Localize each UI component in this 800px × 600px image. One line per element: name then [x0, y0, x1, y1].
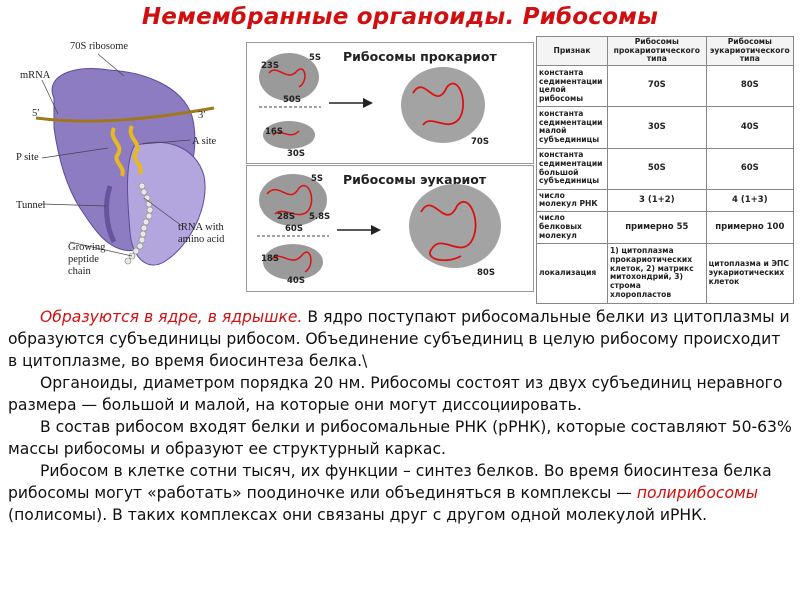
table-row: константа седиментации малой субъединицы… [536, 106, 795, 149]
rrna-23s [268, 68, 306, 88]
label-80s: 80S [477, 268, 495, 278]
table-row: число белковых молекул примерно 55 приме… [536, 211, 795, 244]
trna-p-site [110, 127, 125, 177]
prokaryote-panel-title: Рибосомы прокариот [343, 49, 497, 64]
table-cell-feature: константа седиментации целой рибосомы [536, 65, 608, 108]
eukaryote-panel: Рибосомы эукариот 5S 28S 5.8S 60S 18S 40… [246, 165, 534, 292]
label-peptide-2: peptide [68, 254, 99, 265]
ribosome-70s [401, 67, 485, 143]
label-3prime: 3′ [198, 110, 206, 121]
label-28s: 28S [277, 212, 295, 222]
ribosome-80s [409, 184, 501, 268]
trna-a-site [128, 125, 143, 175]
label-a-site: A site [192, 136, 217, 147]
body-text: Образуются в ядре, в ядрышке. В ядро пос… [8, 306, 794, 526]
prokaryote-panel: Рибосомы прокариот 23S 5S 50S 16S 30S 70… [246, 42, 534, 164]
table-cell-feature: константа седиментации большой субъедини… [536, 147, 608, 190]
mrna-strand [35, 106, 215, 123]
table-row: константа седиментации большой субъедини… [536, 147, 795, 190]
table-row: число молекул РНК 3 (1+2) 4 (1+3) [536, 188, 795, 213]
paragraph-4: Рибосом в клетке сотни тысяч, их функции… [8, 460, 794, 526]
table-cell-prokaryote: 3 (1+2) [607, 188, 707, 213]
table-row: константа седиментации целой рибосомы 70… [536, 65, 795, 108]
label-mrna: mRNA [20, 70, 51, 81]
table-header-eukaryote: Рибосомы эукариотического типа [705, 35, 795, 67]
table-header-row: Признак Рибосомы прокариотического типа … [536, 35, 795, 67]
table-cell-prokaryote: примерно 55 [607, 211, 707, 244]
paragraph-2: Органоиды, диаметром порядка 20 нм. Рибо… [8, 374, 783, 414]
tunnel-shape [104, 185, 117, 244]
table-cell-feature: число белковых молекул [536, 211, 608, 244]
paragraph-1-rest: В ядро поступают рибосомальные белки из … [8, 308, 790, 370]
paragraph-3: В состав рибосом входят белки и рибосома… [8, 418, 792, 458]
table-cell-eukaryote: 60S [705, 147, 795, 190]
table-header-prokaryote: Рибосомы прокариотического типа [607, 35, 707, 67]
table-cell-eukaryote: 40S [705, 106, 795, 149]
label-70s: 70S [471, 137, 489, 147]
table-cell-feature: число молекул РНК [536, 188, 608, 213]
table-cell-eukaryote: 4 (1+3) [705, 188, 795, 213]
eukaryote-panel-title: Рибосомы эукариот [343, 172, 487, 187]
page-title: Немембранные органоиды. Рибосомы [141, 4, 659, 30]
paragraph-4-start: Рибосом в клетке сотни тысяч, их функции… [8, 462, 772, 502]
rrna-16s [272, 130, 300, 136]
rrna-70s [412, 82, 464, 126]
label-50s: 50S [283, 95, 301, 105]
table-cell-prokaryote: 50S [607, 147, 707, 190]
comparison-table: Признак Рибосомы прокариотического типа … [536, 35, 795, 305]
label-40s: 40S [287, 276, 305, 286]
paragraph-4-end: (полисомы). В таких комплексах они связа… [8, 506, 708, 524]
rrna-18s [270, 251, 312, 273]
label-peptide-3: chain [68, 266, 91, 277]
highlight-nucleolus: Образуются в ядре, в ядрышке. [40, 308, 303, 326]
table-row: локализация 1) цитоплазма прокариотическ… [536, 242, 795, 305]
label-58s: 5.8S [309, 212, 331, 222]
label-30s: 30S [287, 149, 305, 159]
label-18s: 18S [261, 254, 279, 264]
label-5s: 5S [309, 53, 322, 63]
table-cell-prokaryote: 1) цитоплазма прокариотических клеток, 2… [607, 242, 707, 305]
label-trna-1: tRNA with [178, 222, 225, 233]
label-tunnel: Tunnel [16, 200, 45, 211]
table-cell-eukaryote: 80S [705, 65, 795, 108]
label-23s: 23S [261, 61, 279, 71]
table-cell-eukaryote: цитоплазма и ЭПС эукариотических клеток [705, 242, 795, 305]
small-subunit-shape [127, 141, 206, 266]
label-16s: 16S [265, 127, 283, 137]
label-trna-2: amino acid [178, 234, 225, 245]
table-header-feature: Признак [536, 35, 608, 67]
paragraph-1: Образуются в ядре, в ядрышке. В ядро пос… [8, 306, 794, 372]
label-5prime: 5′ [32, 108, 40, 119]
rrna-28s [266, 185, 313, 216]
peptide-chain [124, 182, 154, 265]
label-70s-ribosome: 70S ribosome [70, 41, 128, 52]
label-5s-eu: 5S [311, 174, 324, 184]
eukaryote-illustration [257, 174, 501, 280]
label-p-site: P site [16, 152, 39, 163]
rrna-80s [420, 201, 477, 262]
large-subunit-50s [259, 53, 319, 101]
table-cell-feature: константа седиментации малой субъединицы [536, 106, 608, 149]
label-peptide-1: Growing [68, 242, 106, 253]
ribosome-diagram: 70S ribosome mRNA 5′ 3′ P site A site Tu… [16, 41, 225, 277]
table-cell-prokaryote: 30S [607, 106, 707, 149]
table-cell-prokaryote: 70S [607, 65, 707, 108]
label-60s: 60S [285, 224, 303, 234]
table-cell-eukaryote: примерно 100 [705, 211, 795, 244]
highlight-polyribosomes: полирибосомы [636, 484, 759, 502]
table-cell-feature: локализация [536, 242, 608, 305]
prokaryote-illustration [259, 53, 485, 149]
